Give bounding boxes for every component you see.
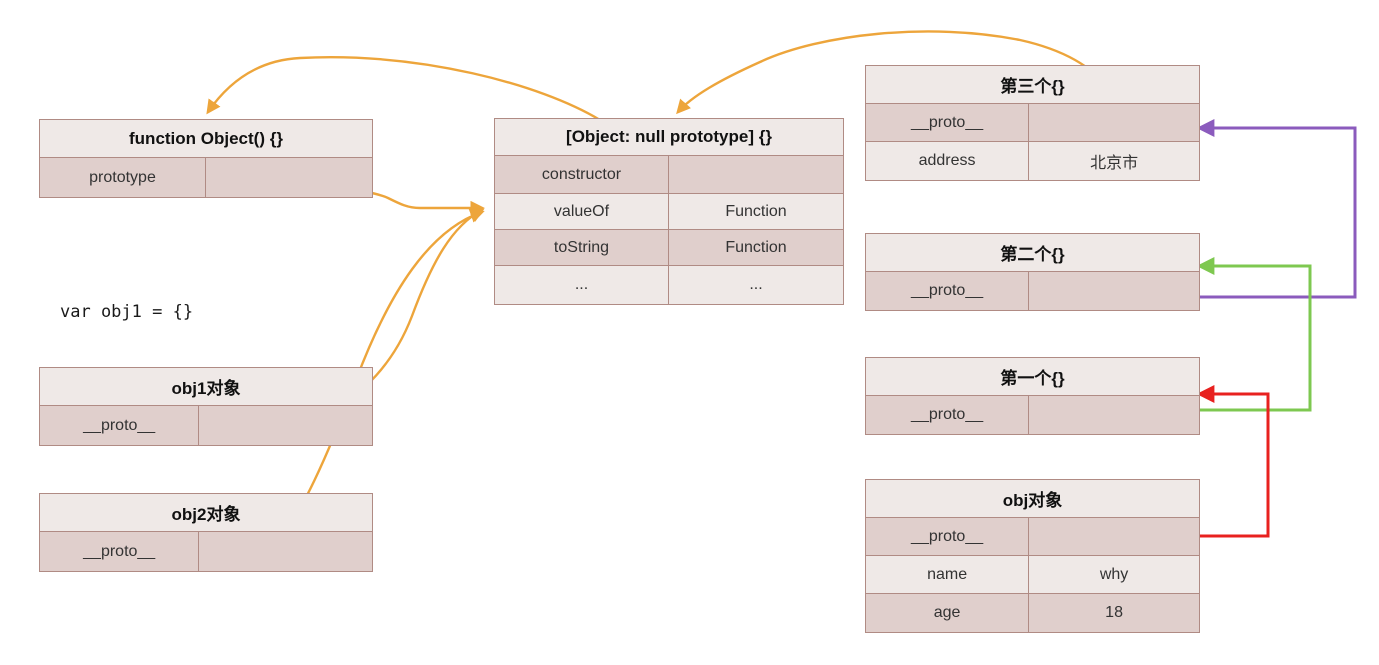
row-key: __proto__: [40, 532, 200, 571]
table-row: constructor: [495, 156, 843, 194]
row-value: [1029, 272, 1199, 310]
row-key: constructor: [495, 156, 669, 193]
table-header-row: function Object() {}: [40, 120, 372, 158]
row-value: [1029, 104, 1199, 141]
table-header-label: function Object() {}: [129, 128, 283, 148]
row-value: 18: [1105, 604, 1123, 621]
table-row: __proto__: [40, 406, 372, 445]
table-row: age 18: [866, 594, 1199, 632]
row-key: __proto__: [866, 104, 1030, 141]
table-obj1: obj1对象 __proto__: [39, 367, 373, 446]
table-header-label: [Object: null prototype] {}: [566, 127, 772, 146]
table-obj2: obj2对象 __proto__: [39, 493, 373, 572]
table-row: name why: [866, 556, 1199, 594]
row-key: address: [866, 142, 1030, 180]
row-key: __proto__: [866, 272, 1030, 310]
row-value: [206, 158, 372, 197]
table-header-label: obj1对象: [171, 379, 241, 398]
table-row: toString Function: [495, 230, 843, 266]
row-value: why: [1099, 565, 1129, 583]
table-third-object: 第三个{} __proto__ address 北京市: [865, 65, 1200, 181]
row-key: ...: [495, 266, 669, 304]
table-header-row: obj1对象: [40, 368, 372, 406]
table-row: __proto__: [866, 396, 1199, 434]
row-key: name: [866, 556, 1030, 593]
row-key: __proto__: [866, 396, 1030, 434]
row-key: prototype: [40, 158, 206, 197]
table-row: prototype: [40, 158, 372, 197]
table-row: __proto__: [40, 532, 372, 571]
row-value: Function: [725, 238, 787, 256]
table-row: __proto__: [866, 518, 1199, 556]
table-header-label: 第一个{}: [1000, 369, 1065, 388]
row-value: [199, 406, 372, 445]
table-row: __proto__: [866, 104, 1199, 142]
code-line-1: var obj1 = {}: [60, 302, 194, 322]
row-key: __proto__: [40, 406, 200, 445]
row-value: 北京市: [1090, 155, 1139, 172]
table-obj: obj对象 __proto__ name why age 18: [865, 479, 1200, 633]
table-object-null-prototype: [Object: null prototype] {} constructor …: [494, 118, 844, 305]
row-value: [669, 156, 843, 193]
table-row: address 北京市: [866, 142, 1199, 180]
table-header-label: 第二个{}: [1000, 245, 1065, 264]
table-header-row: obj对象: [866, 480, 1199, 518]
row-value: ...: [749, 276, 763, 293]
table-function-object: function Object() {} prototype: [39, 119, 373, 198]
table-header-row: 第二个{}: [866, 234, 1199, 272]
row-value: [1029, 396, 1199, 434]
table-header-label: obj对象: [1002, 491, 1063, 510]
row-key: valueOf: [495, 194, 669, 229]
row-key: toString: [495, 230, 669, 265]
row-value: [1029, 518, 1199, 555]
table-first-object: 第一个{} __proto__: [865, 357, 1200, 435]
row-key: __proto__: [866, 518, 1030, 555]
table-header-row: obj2对象: [40, 494, 372, 532]
table-header-row: 第三个{}: [866, 66, 1199, 104]
table-second-object: 第二个{} __proto__: [865, 233, 1200, 311]
row-key: age: [866, 594, 1030, 632]
row-value: [199, 532, 372, 571]
table-header-label: 第三个{}: [1000, 77, 1065, 96]
row-value: Function: [725, 202, 787, 220]
table-row: ... ...: [495, 266, 843, 304]
table-row: valueOf Function: [495, 194, 843, 230]
table-row: __proto__: [866, 272, 1199, 310]
table-header-label: obj2对象: [171, 505, 241, 524]
table-header-row: 第一个{}: [866, 358, 1199, 396]
table-header-row: [Object: null prototype] {}: [495, 119, 843, 156]
